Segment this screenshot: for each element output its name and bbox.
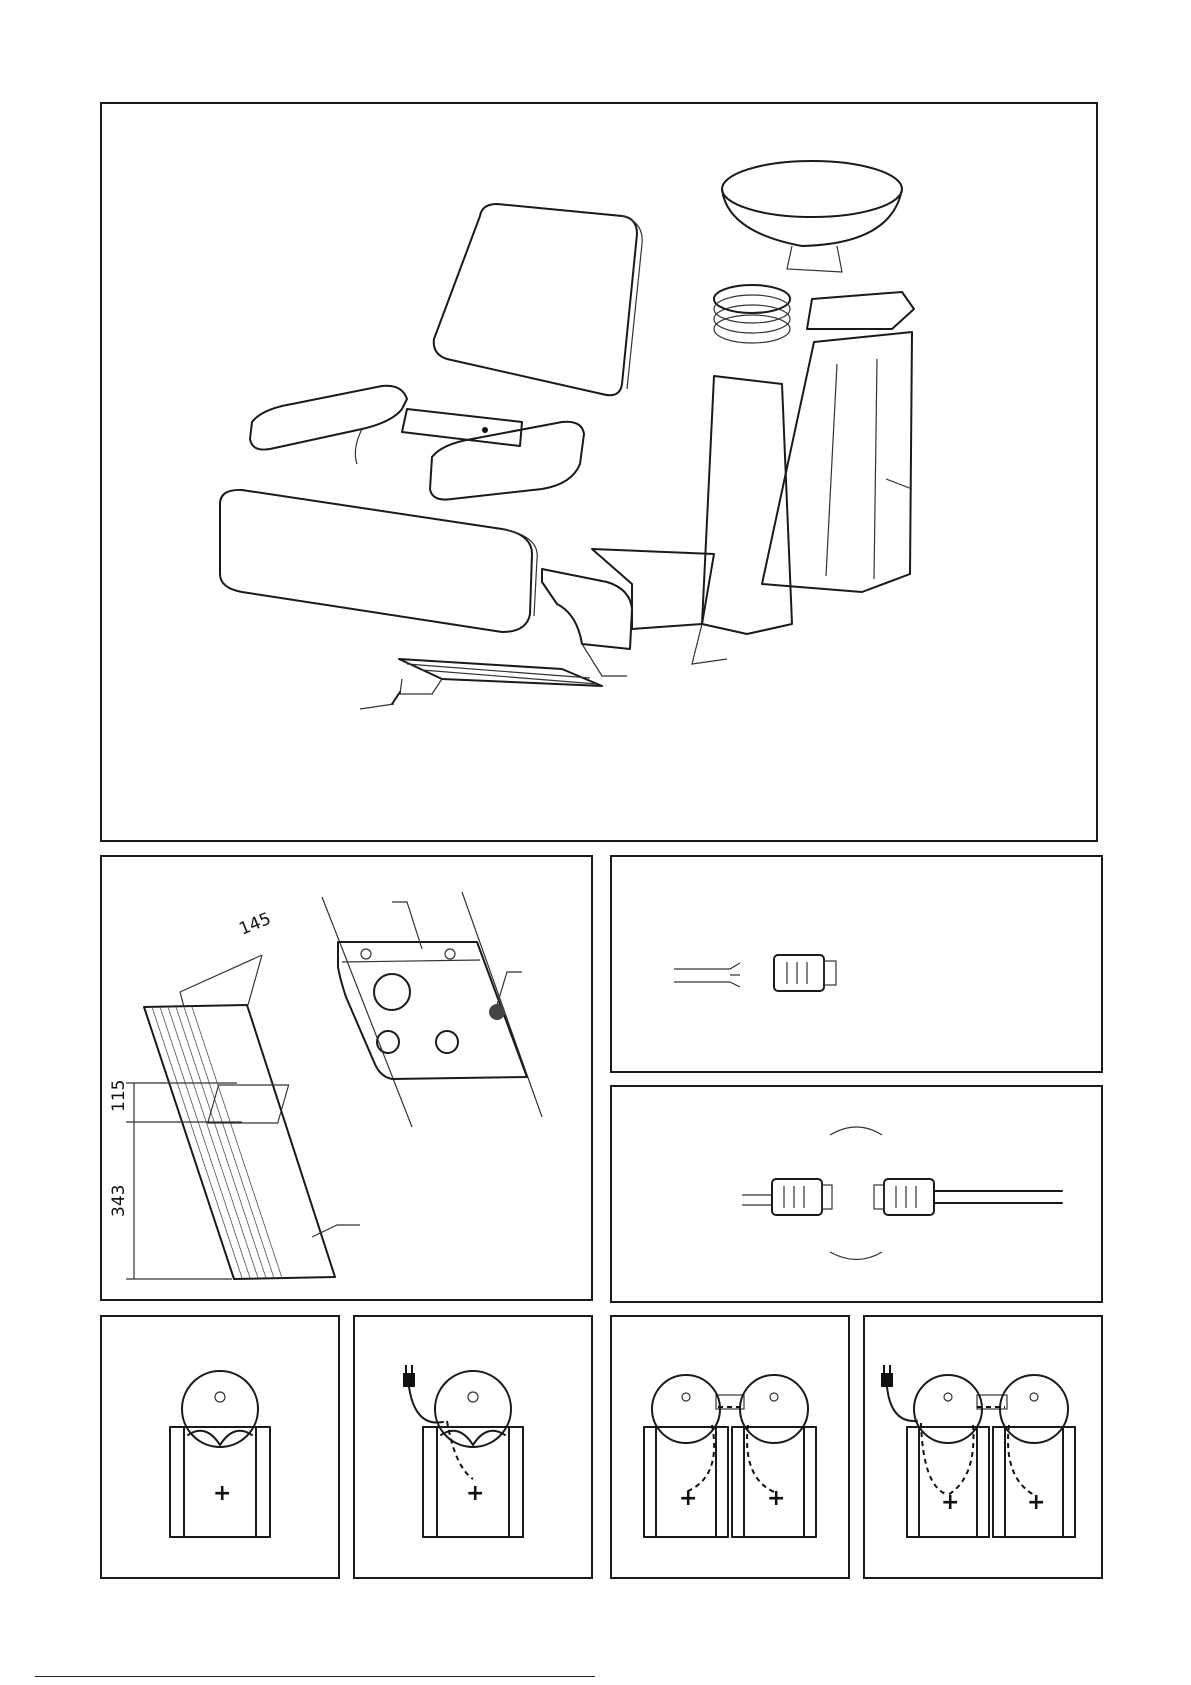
plus-symbol: +	[767, 1486, 785, 1511]
left-armrest	[250, 386, 407, 450]
double-seat-top-view: + +	[612, 1317, 848, 1577]
right-armrest	[430, 422, 584, 500]
seat-cushion	[220, 490, 532, 632]
backrest-cushion	[434, 204, 637, 395]
exploded-chair-drawing	[102, 104, 1096, 840]
plug-icon	[881, 1365, 893, 1387]
swivel-bowl	[722, 161, 902, 217]
mounting-plate	[807, 292, 914, 329]
cable-connector-drawing	[612, 857, 1101, 1071]
plus-symbol: +	[1027, 1490, 1045, 1515]
dimension-width-label: 145	[236, 909, 274, 940]
wiring-panel-1: +	[100, 1315, 340, 1579]
exploded-view-panel	[100, 102, 1098, 842]
connector-icon	[772, 1179, 832, 1215]
dimension-lower-label: 343	[109, 1185, 129, 1217]
side-plate-outline	[322, 892, 542, 1127]
dimension-drawing: 145 115 343	[102, 857, 591, 1299]
single-seat-wired-view: +	[355, 1317, 591, 1577]
connector-pair-panel	[610, 1085, 1103, 1303]
connector-icon	[874, 1179, 934, 1215]
connector-pair-drawing	[612, 1087, 1101, 1301]
wiring-panel-2: +	[353, 1315, 593, 1579]
cable-end	[674, 969, 730, 982]
wiring-panel-3: + +	[610, 1315, 850, 1579]
dimension-panel: 145 115 343	[100, 855, 593, 1301]
double-seat-wired-view: + +	[865, 1317, 1101, 1577]
wiring-panel-4: + +	[863, 1315, 1103, 1579]
front-cover	[542, 569, 632, 649]
indicator-dot	[489, 1004, 505, 1020]
connector-panel	[610, 855, 1103, 1073]
plus-symbol: +	[941, 1490, 959, 1515]
plug-icon	[403, 1365, 415, 1387]
single-seat-top-view: +	[102, 1317, 338, 1577]
footer-rule	[35, 1676, 595, 1677]
plus-symbol: +	[466, 1481, 484, 1506]
large-hole	[374, 974, 410, 1010]
connector-icon	[774, 955, 836, 991]
dimension-upper-label: 115	[109, 1080, 129, 1112]
plus-symbol: +	[213, 1481, 231, 1506]
plus-symbol: +	[679, 1486, 697, 1511]
